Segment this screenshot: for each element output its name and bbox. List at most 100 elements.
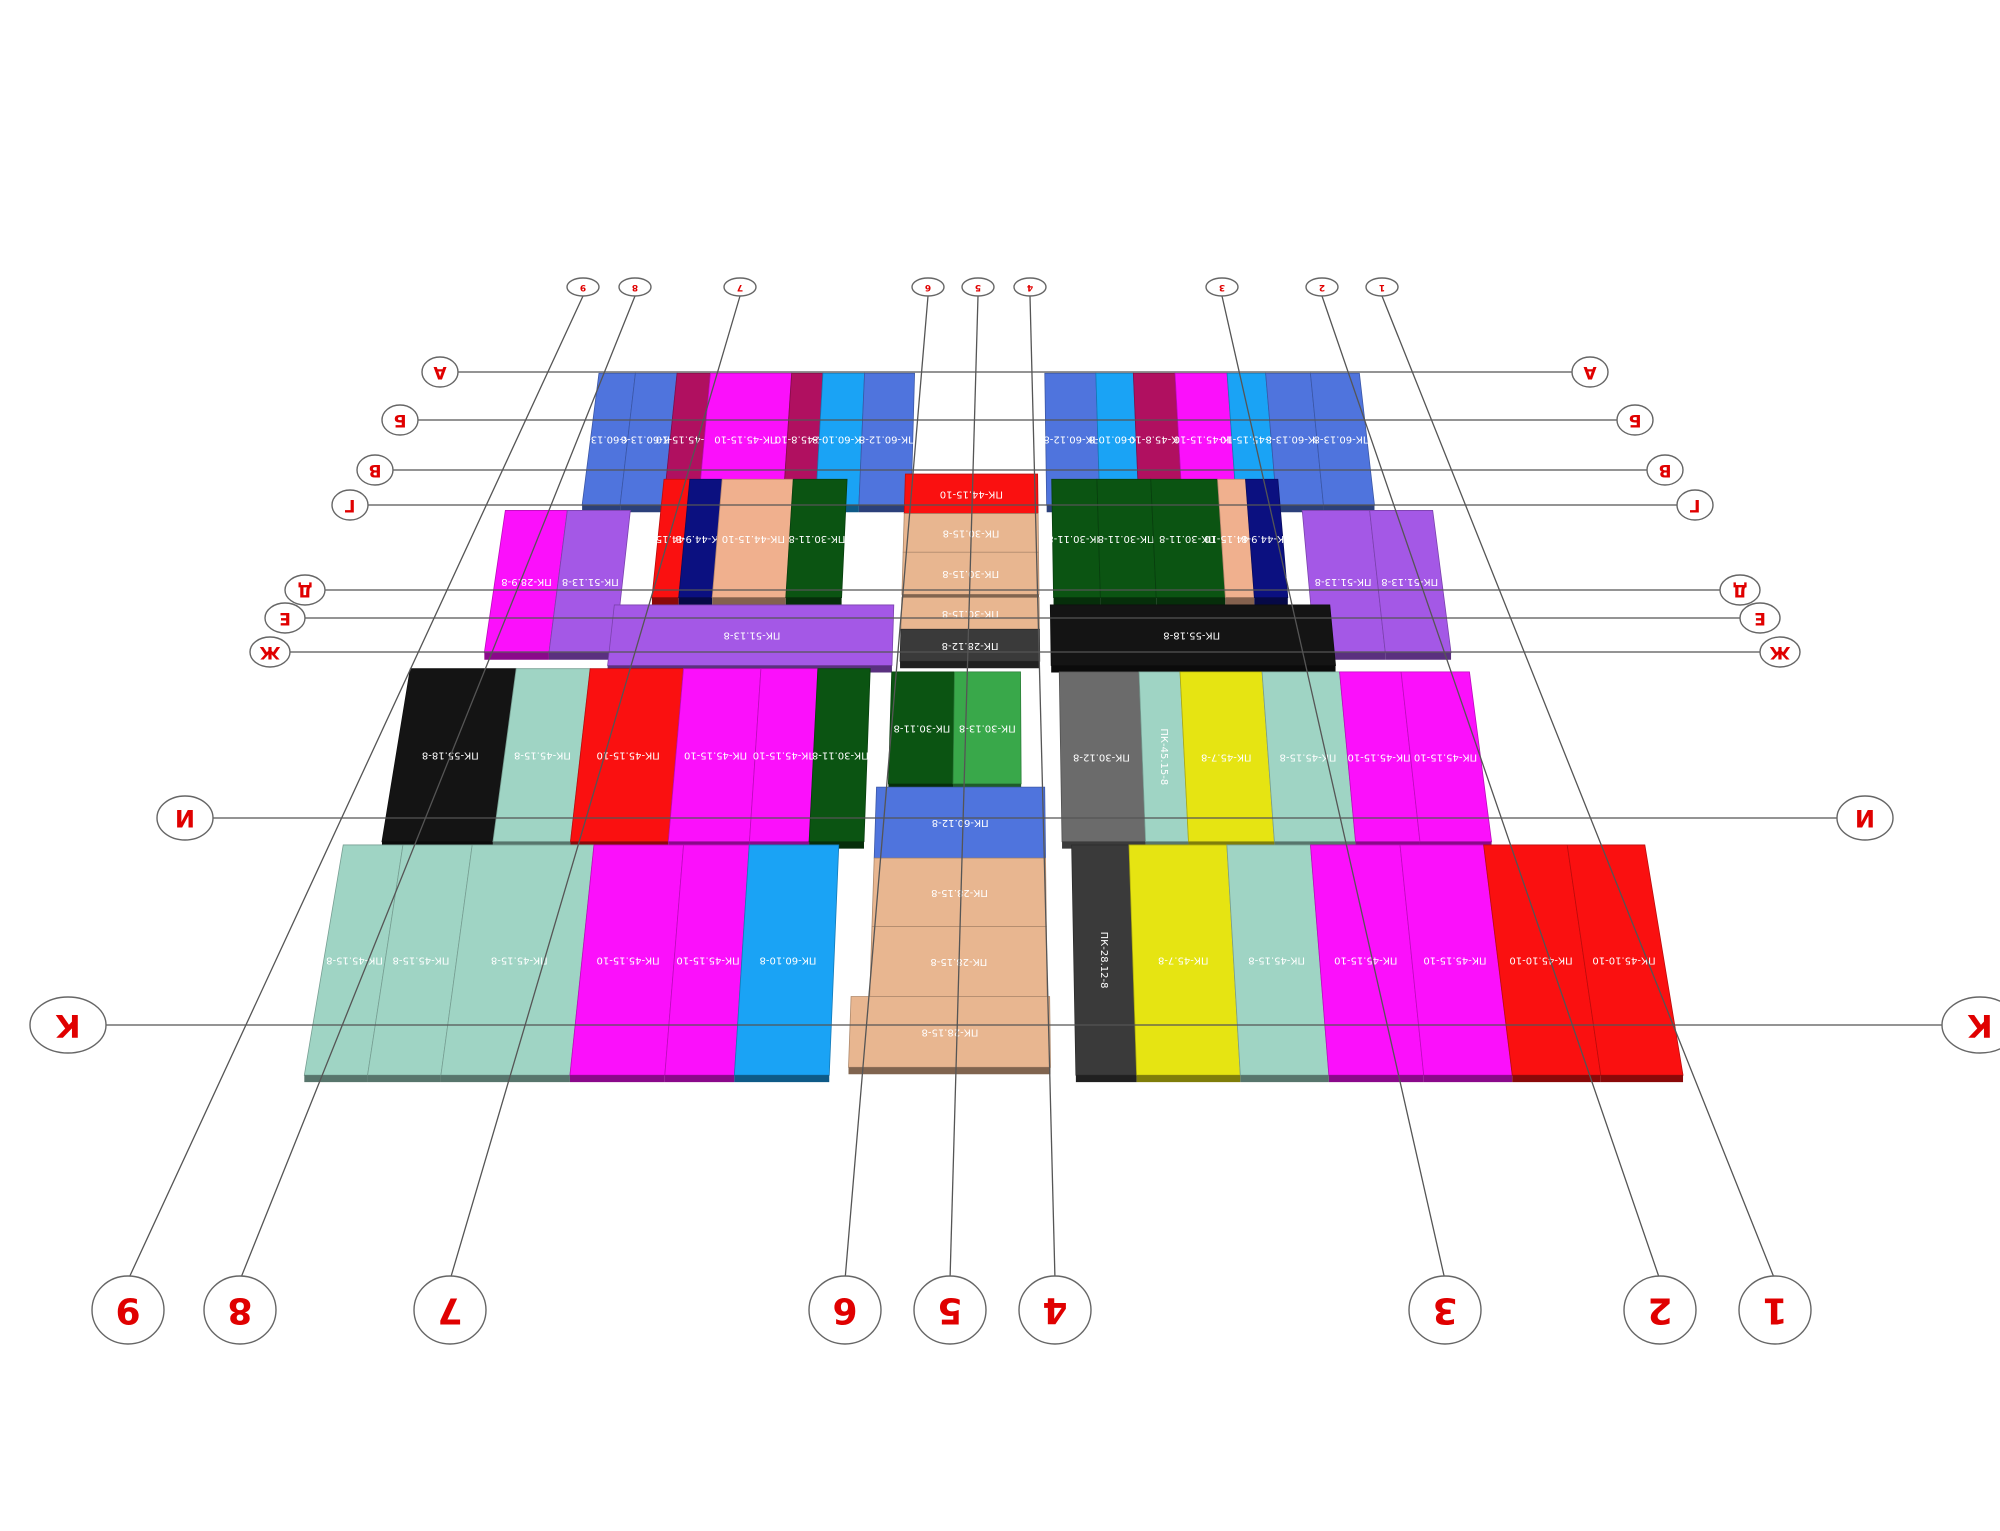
column-axis-marker bbox=[566, 277, 600, 297]
slab-edge bbox=[848, 1067, 1051, 1075]
row-axis-bubble: Б bbox=[1616, 404, 1654, 436]
slab-label: ПК-45.10-10 bbox=[1509, 955, 1572, 966]
row-axis-bubble: В bbox=[356, 454, 394, 486]
slab-label: ПК-30.13-8 bbox=[959, 722, 1016, 733]
slab-label: ПК-45.15-10 bbox=[1423, 955, 1486, 966]
row-axis-bubble: И bbox=[1836, 795, 1894, 841]
slab-edge bbox=[1051, 665, 1336, 673]
column-axis-label: 5 bbox=[937, 1290, 962, 1331]
column-axis-label: 7 bbox=[737, 282, 743, 292]
slab-label: ПК-51.13-8 bbox=[1315, 576, 1372, 587]
column-axis bbox=[949, 295, 979, 1281]
slab-edge bbox=[569, 1075, 665, 1083]
slab-label: ПК-45.15-10 bbox=[714, 434, 777, 445]
row-axis-label: Г bbox=[1689, 495, 1700, 515]
slab-edge bbox=[651, 597, 679, 605]
slab-edge bbox=[620, 505, 664, 513]
slab-edge bbox=[678, 597, 713, 605]
row-axis-marker bbox=[249, 636, 291, 668]
row-axis-label: Д bbox=[1732, 580, 1747, 600]
slab-label: ПК-60.13-8 bbox=[1266, 434, 1323, 445]
floor-slab: ПК-30.11-8 bbox=[1150, 478, 1226, 605]
row-axis-bubble: К bbox=[29, 996, 107, 1054]
row-axis-marker bbox=[29, 996, 107, 1054]
floor-slab: ПК-45.15-10 bbox=[667, 668, 762, 849]
slab-edge bbox=[664, 1075, 735, 1083]
floor-slab: ПК-51.13-8 bbox=[548, 510, 631, 660]
slab-label: ПК-45.15-10 bbox=[656, 434, 719, 445]
floor-slab: ПК-51.13-8 bbox=[1369, 510, 1452, 660]
row-axis-bubble: Д bbox=[1719, 574, 1761, 606]
row-axis-marker bbox=[1739, 602, 1781, 634]
floor-slab: ПК-30.12-8 bbox=[1058, 671, 1146, 849]
column-axis-marker bbox=[1018, 1275, 1092, 1345]
floor-slab: ПК-28.12-8 bbox=[1071, 844, 1138, 1083]
slab-label: ПК-30.15-8 bbox=[942, 608, 999, 619]
row-axis-bubble: Е bbox=[1739, 602, 1781, 634]
slab-label: ПК-44.15-10 bbox=[940, 488, 1003, 499]
slab-label: ПК-30.11-8 bbox=[789, 533, 846, 544]
floor-slab: ПК-45.15-10 bbox=[1399, 844, 1513, 1083]
slab-label: ПК-44.9-8 bbox=[676, 533, 726, 544]
slab-label: ПК-45.15-10 bbox=[676, 955, 739, 966]
column-axis-label: 2 bbox=[1647, 1290, 1672, 1331]
row-axis-marker bbox=[1646, 454, 1684, 486]
floor-slab: ПК-28.9-8 bbox=[483, 510, 568, 660]
slab-label: ПК-55.18-8 bbox=[1163, 630, 1220, 641]
slab-layer: ПК-60.13-8ПК-60.13-8ПК-45.15-10ПК-45.15-… bbox=[303, 372, 1684, 1083]
column-axis-label: 4 bbox=[1027, 282, 1033, 292]
column-axis-bubble: 4 bbox=[1013, 277, 1047, 297]
column-axis-label: 9 bbox=[115, 1290, 140, 1331]
row-axis-marker bbox=[1571, 356, 1609, 388]
column-axis-label: 1 bbox=[1379, 282, 1385, 292]
column-axis-marker bbox=[1013, 277, 1047, 297]
slab-label: ПК-51.13-8 bbox=[724, 630, 781, 641]
row-axis-label: Ж bbox=[1769, 642, 1790, 662]
column-axis-label: 5 bbox=[975, 282, 981, 292]
column-axis-marker bbox=[808, 1275, 882, 1345]
column-axis bbox=[1221, 295, 1446, 1281]
slab-edge bbox=[1600, 1075, 1684, 1083]
column-axis-label: 6 bbox=[925, 282, 931, 292]
column-axis bbox=[1321, 295, 1661, 1281]
column-axis-label: 8 bbox=[227, 1290, 252, 1331]
row-axis-marker bbox=[331, 489, 369, 521]
column-axis-label: 7 bbox=[437, 1290, 462, 1331]
row-axis-label: К bbox=[55, 1007, 80, 1043]
column-axis-marker bbox=[91, 1275, 165, 1345]
slab-label: ПК-45.8-10 bbox=[1129, 434, 1186, 445]
column-axis-marker bbox=[961, 277, 995, 297]
row-axis-label: В bbox=[1659, 460, 1672, 480]
slab-label: ПК-28.12-8 bbox=[942, 640, 999, 651]
row-axis-label: К bbox=[1967, 1007, 1992, 1043]
column-axis-line bbox=[239, 295, 636, 1281]
slab-label: ПК-45.10-10 bbox=[1592, 955, 1655, 966]
floor-slab: ПК-60.13-8 bbox=[1309, 372, 1375, 513]
slab-label: ПК-60.12-8 bbox=[1043, 434, 1100, 445]
slab-edge bbox=[1053, 597, 1101, 605]
column-axis-bubble: 7 bbox=[413, 1275, 487, 1345]
slab-label: ПК-60.13-8 bbox=[1314, 434, 1371, 445]
column-axis-bubble: 1 bbox=[1365, 277, 1399, 297]
column-axis-label: 8 bbox=[632, 282, 638, 292]
column-axis-bubble: 9 bbox=[566, 277, 600, 297]
slab-label: ПК-45.15-8 bbox=[514, 750, 571, 761]
row-axis-bubble: Г bbox=[331, 489, 369, 521]
slab-label: ПК-44.9-8 bbox=[1241, 533, 1291, 544]
slab-label: ПК-60.13-8 bbox=[621, 434, 678, 445]
column-axis-marker bbox=[1738, 1275, 1812, 1345]
slab-label: ПК-28.9-8 bbox=[501, 576, 551, 587]
row-axis-bubble: Е bbox=[264, 602, 306, 634]
slab-label: ПК-28.15-8 bbox=[922, 1026, 979, 1037]
slab-edge bbox=[1254, 597, 1288, 605]
slab-label: ПК-60.12-8 bbox=[859, 434, 916, 445]
slab-edge bbox=[1512, 1075, 1601, 1083]
slab-label: ПК-45.15-8 bbox=[1279, 751, 1336, 762]
column-axis-line bbox=[844, 295, 929, 1281]
slab-label: ПК-51.13-8 bbox=[562, 576, 619, 587]
slab-label: ПК-60.10-8 bbox=[759, 955, 816, 966]
column-axis-label: 9 bbox=[580, 282, 586, 292]
column-axis bbox=[127, 295, 584, 1281]
slab-label: ПК-45.15-8 bbox=[1248, 955, 1305, 966]
column-axis-marker bbox=[1365, 277, 1399, 297]
